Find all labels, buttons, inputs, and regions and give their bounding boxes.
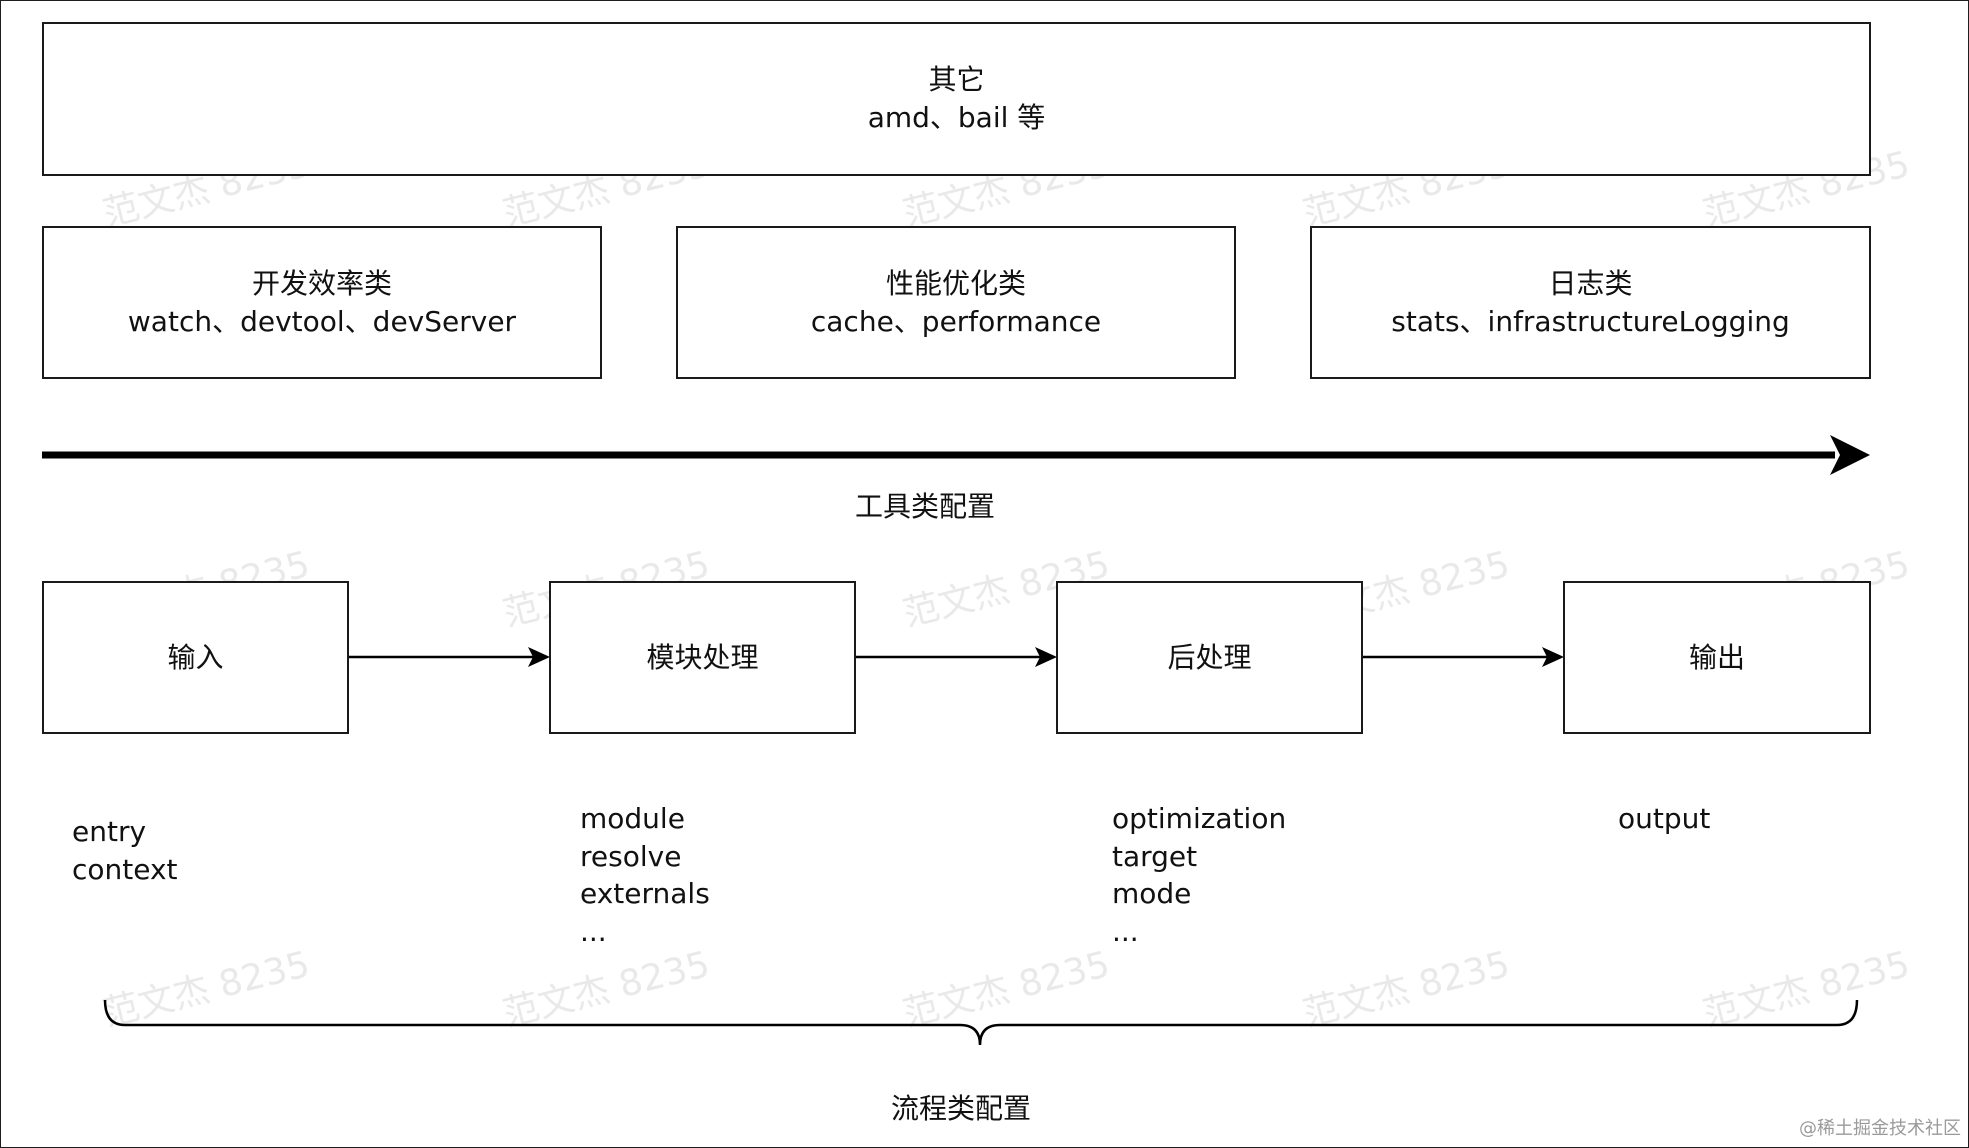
flow-arrow-1-head (528, 647, 550, 667)
platform-credit: @稀土掘金技术社区 (1799, 1118, 1961, 1139)
other-config-box: 其它 amd、bail 等 (42, 22, 1871, 176)
dev-efficiency-items: watch、devtool、devServer (127, 304, 517, 338)
config-item: entry (72, 815, 147, 848)
config-item: module (580, 802, 685, 835)
config-item: resolve (580, 839, 682, 873)
config-item: target (1112, 839, 1198, 873)
config-item: output (1618, 802, 1711, 835)
performance-box: 性能优化类 cache、performance (676, 226, 1236, 379)
config-item: ... (580, 914, 607, 948)
flow-box-input: 输入 (42, 581, 349, 734)
flow-arrow-2-head (1035, 647, 1057, 667)
performance-items: cache、performance (810, 304, 1102, 338)
post-config-list: optimization target mode ... (1112, 800, 1286, 950)
input-config-list: entry context (72, 813, 178, 888)
output-config-list: output (1618, 800, 1710, 838)
tool-axis-arrow-head (1830, 435, 1870, 475)
flow-box-module-label: 模块处理 (646, 640, 759, 674)
module-config-list: module resolve externals ... (580, 800, 710, 950)
flow-box-post: 后处理 (1056, 581, 1363, 734)
logging-box: 日志类 stats、infrastructureLogging (1310, 226, 1871, 379)
other-config-title: 其它 (928, 63, 985, 96)
flow-config-caption: 流程类配置 (891, 1092, 1032, 1125)
config-item: context (72, 852, 178, 886)
flow-box-module: 模块处理 (549, 581, 856, 734)
config-item: externals (580, 877, 710, 910)
config-item: optimization (1112, 802, 1287, 835)
flow-arrow-3-head (1542, 647, 1564, 667)
dev-efficiency-box: 开发效率类 watch、devtool、devServer (42, 226, 602, 379)
logging-title: 日志类 (1548, 266, 1633, 300)
flow-brace (103, 999, 1859, 1046)
flow-box-input-label: 输入 (167, 640, 224, 674)
config-item: ... (1112, 914, 1139, 948)
flow-box-output-label: 输出 (1688, 640, 1745, 674)
performance-title: 性能优化类 (885, 266, 1026, 300)
tool-config-caption: 工具类配置 (855, 490, 996, 523)
other-config-items: amd、bail 等 (867, 101, 1046, 134)
config-item: mode (1112, 877, 1192, 910)
flow-box-post-label: 后处理 (1167, 640, 1252, 674)
dev-efficiency-title: 开发效率类 (251, 266, 392, 300)
flow-box-output: 输出 (1563, 581, 1871, 734)
logging-items: stats、infrastructureLogging (1391, 304, 1790, 338)
